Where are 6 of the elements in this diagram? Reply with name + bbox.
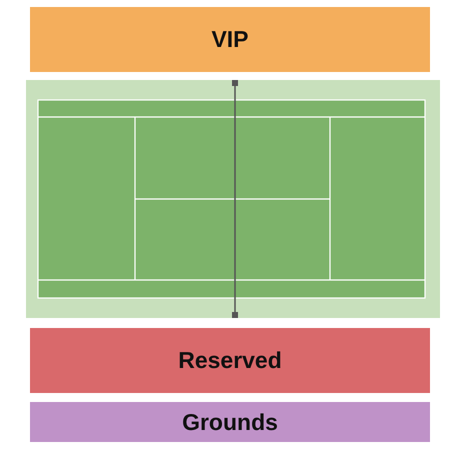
section-name: Reserved [178,347,282,374]
section-name: VIP [211,26,249,53]
seating-section [30,402,430,442]
seating-section [30,328,430,393]
section-name: Grounds [182,408,278,436]
seating-section [30,7,430,72]
